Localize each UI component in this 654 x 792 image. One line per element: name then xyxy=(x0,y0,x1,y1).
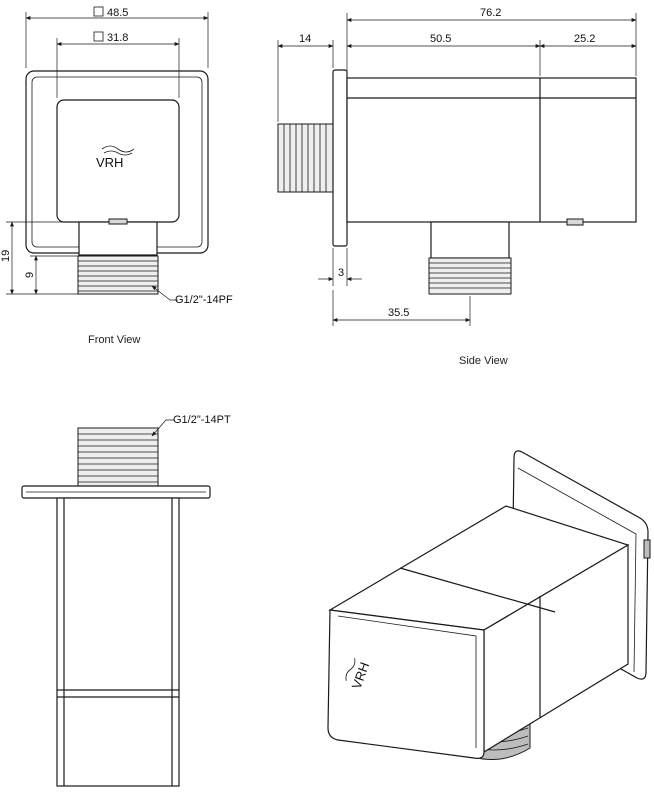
dim-front-height: 19 xyxy=(0,221,79,295)
dim-side-thread: 14 xyxy=(277,33,334,122)
dim-side-outlet-label: 35.5 xyxy=(388,307,409,319)
dim-front-outer-label: 48.5 xyxy=(107,7,128,19)
iso-body-front xyxy=(327,609,485,759)
front-stem xyxy=(78,221,158,256)
side-body xyxy=(346,77,637,223)
dim-front-inner: 31.8 xyxy=(56,31,180,98)
side-plate xyxy=(332,69,348,247)
isometric-view: VRH xyxy=(327,450,651,760)
front-thread xyxy=(77,255,159,295)
dim-front-thread-height: 9 xyxy=(24,255,78,295)
side-outlet xyxy=(430,221,510,259)
dim-side-body: 50.5 xyxy=(346,33,541,76)
dim-front-outer: 48.5 xyxy=(25,6,209,68)
side-view: 76.2 14 50.5 25.2 3 xyxy=(277,7,637,367)
front-logo: VRH xyxy=(96,145,135,170)
front-view-label: Front View xyxy=(88,334,140,346)
top-thread xyxy=(77,427,159,487)
dim-front-height-label: 19 xyxy=(0,250,12,262)
dim-side-total-label: 76.2 xyxy=(480,7,501,19)
dim-side-cap: 25.2 xyxy=(539,33,637,48)
dim-side-outlet: 35.5 xyxy=(332,290,471,326)
front-view: VRH 48.5 31.8 19 9 xyxy=(0,6,233,346)
dim-side-plate-label: 3 xyxy=(338,267,344,279)
top-view: G1/2"-14PT xyxy=(21,414,231,787)
side-inlet-thread xyxy=(277,123,334,193)
front-logo-text: VRH xyxy=(96,155,123,170)
callout-front-thread: G1/2"-14PF xyxy=(151,285,233,306)
dim-side-plate: 3 xyxy=(318,248,362,286)
callout-top-thread-label: G1/2"-14PT xyxy=(173,414,231,426)
dim-front-thread-height-label: 9 xyxy=(24,272,36,278)
side-view-label: Side View xyxy=(459,355,508,367)
callout-top-thread: G1/2"-14PT xyxy=(151,414,231,437)
callout-front-thread-label: G1/2"-14PF xyxy=(175,294,233,306)
dim-side-cap-label: 25.2 xyxy=(574,33,595,45)
side-outlet-thread xyxy=(428,257,512,295)
top-body xyxy=(56,497,180,787)
dim-side-thread-label: 14 xyxy=(299,33,311,45)
dim-front-inner-label: 31.8 xyxy=(107,32,128,44)
dim-side-body-label: 50.5 xyxy=(430,33,451,45)
